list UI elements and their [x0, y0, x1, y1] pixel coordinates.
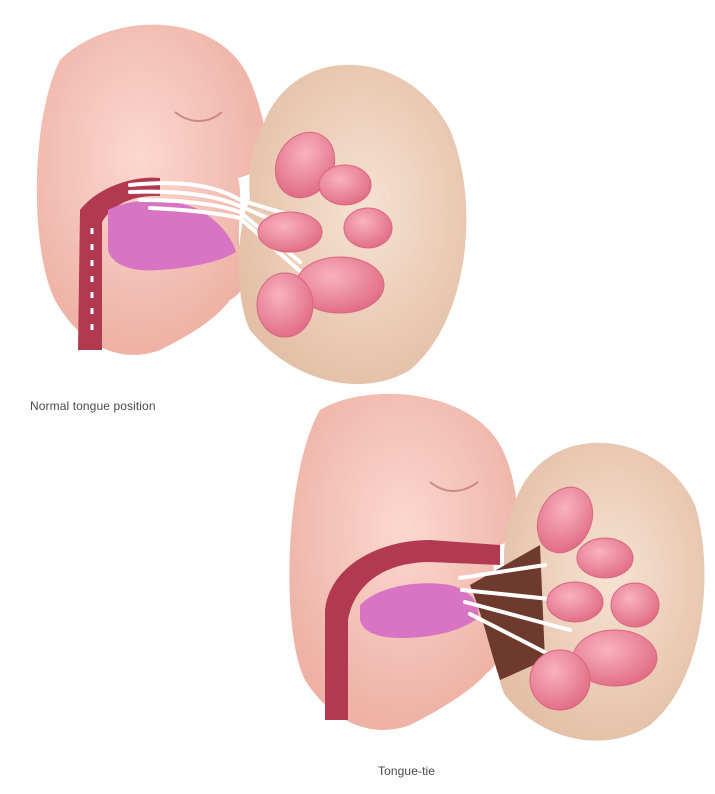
tongue-tie-illustration-svg: [0, 380, 715, 760]
normal-tongue-illustration: [0, 0, 715, 400]
caption-tongue-tie: Tongue-tie: [378, 764, 435, 778]
normal-illustration-svg: [0, 0, 715, 400]
tongue-tie-illustration: [0, 380, 715, 760]
